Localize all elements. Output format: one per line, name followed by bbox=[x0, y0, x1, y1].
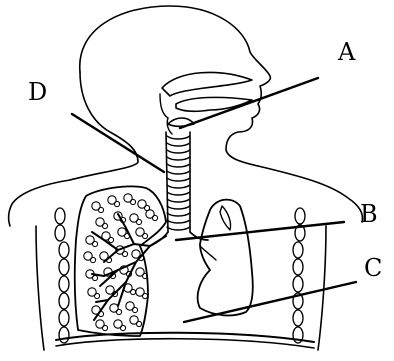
trachea-ring bbox=[167, 136, 190, 139]
trachea-ring bbox=[167, 192, 190, 195]
rib bbox=[59, 293, 69, 309]
alveolus bbox=[102, 223, 107, 228]
rib bbox=[293, 242, 303, 258]
rib bbox=[295, 208, 305, 224]
head-outline bbox=[80, 6, 271, 166]
head-back-outline bbox=[70, 72, 138, 180]
left-shoulder bbox=[9, 180, 70, 226]
rib bbox=[59, 242, 69, 258]
alveolus bbox=[98, 207, 103, 212]
label-b: B bbox=[360, 200, 378, 228]
ribs-left bbox=[55, 208, 69, 343]
alveolus bbox=[114, 201, 119, 206]
right-torso-side bbox=[318, 226, 326, 350]
trachea-ring bbox=[167, 164, 190, 167]
rib bbox=[59, 259, 69, 275]
alveolus bbox=[92, 275, 97, 280]
trachea-ring bbox=[167, 157, 190, 160]
left-lung bbox=[75, 186, 166, 336]
trachea-ring bbox=[167, 206, 190, 209]
alveolus bbox=[108, 237, 113, 242]
alveolus bbox=[130, 289, 135, 294]
trachea-ring bbox=[167, 199, 190, 202]
alveolus bbox=[90, 257, 95, 262]
label-c: C bbox=[364, 254, 382, 282]
alveolus bbox=[136, 321, 141, 326]
right-lung-inner bbox=[220, 206, 231, 230]
trachea-ring bbox=[167, 220, 190, 223]
right-shoulder bbox=[258, 166, 362, 222]
rib bbox=[55, 225, 65, 241]
alveolus bbox=[102, 325, 107, 330]
alveolus bbox=[92, 241, 97, 246]
trachea-ring bbox=[167, 150, 190, 153]
alveolus bbox=[120, 325, 125, 330]
alveolus bbox=[152, 215, 157, 220]
pointer-b bbox=[176, 222, 344, 240]
right-lung bbox=[198, 200, 253, 316]
rib bbox=[59, 327, 69, 343]
pointer-d bbox=[72, 114, 164, 172]
alveolus bbox=[132, 307, 137, 312]
trachea-ring bbox=[167, 143, 190, 146]
alveolus bbox=[136, 219, 141, 224]
alveolus bbox=[122, 251, 127, 256]
rib bbox=[59, 276, 69, 292]
label-a: A bbox=[337, 38, 356, 66]
alveolus bbox=[142, 293, 147, 298]
oral-cavity bbox=[176, 97, 252, 111]
trachea-rings bbox=[167, 136, 190, 230]
rib bbox=[55, 208, 65, 224]
rib bbox=[293, 276, 303, 292]
nasal-cavity bbox=[162, 72, 252, 96]
rib bbox=[59, 310, 69, 326]
trachea-ring bbox=[167, 171, 190, 174]
trachea-ring bbox=[167, 178, 190, 181]
pointer-c bbox=[184, 282, 356, 322]
alveolus bbox=[116, 309, 121, 314]
diaphragm-lower bbox=[56, 339, 314, 348]
alveolus bbox=[142, 233, 147, 238]
alveolus bbox=[130, 199, 135, 204]
trachea-ring bbox=[167, 227, 190, 230]
label-d: D bbox=[28, 78, 47, 106]
trachea bbox=[166, 132, 190, 232]
trachea-ring bbox=[167, 213, 190, 216]
alveolus bbox=[94, 293, 99, 298]
rib bbox=[293, 310, 303, 326]
left-torso-side bbox=[36, 226, 44, 350]
palate-line bbox=[160, 94, 168, 118]
pointer-a bbox=[180, 78, 318, 128]
bronchial-tree bbox=[92, 214, 166, 320]
trachea-ring bbox=[167, 185, 190, 188]
rib bbox=[293, 259, 303, 275]
